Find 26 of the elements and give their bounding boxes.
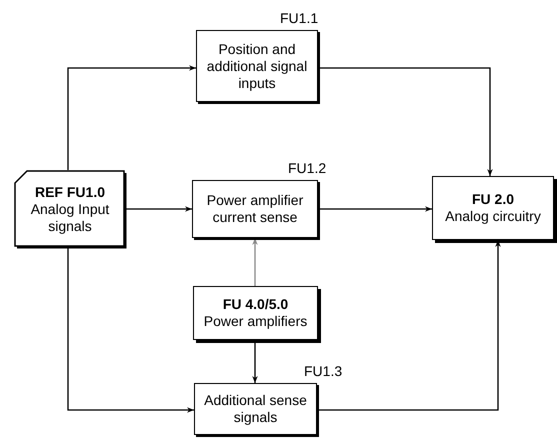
node-label: Additional sense signals <box>203 392 308 426</box>
input-card <box>14 170 126 248</box>
process-box <box>194 383 317 435</box>
node-heading: FU 4.0/5.0 <box>222 296 288 313</box>
arrow <box>252 340 258 383</box>
unit-label: FU1.2 <box>288 160 326 176</box>
arrow <box>67 248 194 413</box>
node-label: Analog circuitry <box>445 208 541 225</box>
arrow <box>318 67 493 176</box>
unit-label: FU1.3 <box>304 363 342 379</box>
node-label: Position and additional signal inputs <box>206 40 308 92</box>
node-label: Analog Input signals <box>30 200 110 234</box>
node-label: Power amplifier current sense <box>206 192 304 226</box>
process-box <box>432 176 554 240</box>
node-heading: FU 2.0 <box>472 191 514 208</box>
unit-label: FU1.1 <box>280 10 318 26</box>
process-box <box>192 180 318 238</box>
node-label: Power amplifiers <box>204 313 308 330</box>
node-heading: REF FU1.0 <box>34 184 105 200</box>
arrow <box>126 206 192 212</box>
arrow <box>317 240 501 411</box>
process-box <box>196 30 318 102</box>
arrow <box>67 65 196 170</box>
arrow <box>318 206 432 212</box>
arrow <box>252 238 258 286</box>
process-box <box>193 286 318 340</box>
